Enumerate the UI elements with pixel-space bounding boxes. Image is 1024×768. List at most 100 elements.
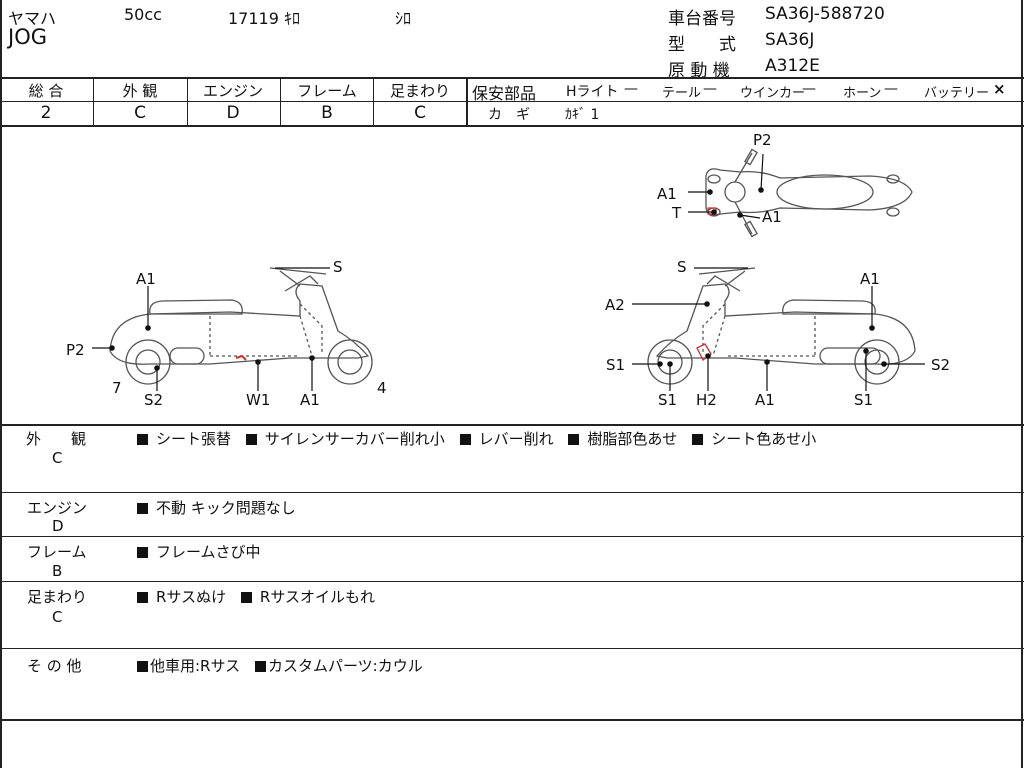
remark-item: 他車用:Rサス <box>150 657 241 675</box>
label-left-s: S <box>333 258 343 276</box>
divider <box>0 536 1024 537</box>
remark-item: Rサスぬけ <box>156 588 227 606</box>
scooter-left-view <box>109 267 373 385</box>
label-right-s1c: S1 <box>854 391 873 409</box>
divider <box>0 648 1024 649</box>
remark-grade-suspension: C <box>52 608 63 626</box>
divider <box>466 77 468 125</box>
frame-no-label: 車台番号 <box>668 9 736 29</box>
remark-item: 不動 キック問題なし <box>156 499 296 517</box>
remark-grade-frame: B <box>52 562 63 580</box>
displacement: 50cc <box>124 5 162 24</box>
remark-items-exterior: シート張替 サイレンサーカバー削れ小 レバー削れ 樹脂部色あせ シート色あせ小 <box>137 428 816 449</box>
border <box>0 0 2 768</box>
remark-grade-engine: D <box>52 517 64 535</box>
remark-grade-exterior: C <box>52 449 63 467</box>
label-right-s2: S2 <box>931 356 950 374</box>
divider <box>93 77 94 125</box>
divider <box>280 77 281 125</box>
label-right-a1: A1 <box>860 270 880 288</box>
engine-label: 原 動 機 <box>668 61 730 81</box>
frame-no: SA36J-588720 <box>765 4 885 24</box>
grade-value-exterior: C <box>134 103 146 123</box>
label-right-s1b: S1 <box>658 391 677 409</box>
type-label: 型 式 <box>668 35 736 55</box>
label-left-4: 4 <box>377 379 387 397</box>
maker: ヤマハ <box>8 9 57 28</box>
remark-item: レバー削れ <box>478 430 554 448</box>
grade-value-engine: D <box>226 103 240 123</box>
safety-battery-value: × <box>993 80 1006 98</box>
grade-header-exterior: 外 観 <box>122 82 158 100</box>
label-right-s: S <box>677 258 687 276</box>
divider <box>0 492 1024 493</box>
model-name: JOG <box>8 25 47 49</box>
safety-tail-label: テール <box>662 86 702 101</box>
border <box>1021 0 1023 768</box>
label-right-h2: H2 <box>696 391 717 409</box>
label-left-7: 7 <box>112 379 122 397</box>
label-left-a1b: A1 <box>300 391 320 409</box>
label-left-s2: S2 <box>144 391 163 409</box>
remark-item: カスタムパーツ:カウル <box>267 657 423 675</box>
label-top-t: T <box>671 204 682 222</box>
color: ｼﾛ <box>395 9 412 28</box>
remark-item: 樹脂部色あせ <box>587 430 678 448</box>
divider <box>0 101 466 102</box>
label-top-a1-right: A1 <box>762 208 782 226</box>
divider <box>0 77 1024 79</box>
label-left-w1: W1 <box>246 391 270 409</box>
type-value: SA36J <box>765 30 815 50</box>
grade-value-suspension: C <box>414 103 426 123</box>
grade-header-suspension: 足まわり <box>389 82 451 100</box>
divider <box>466 101 1024 102</box>
label-top-p2: P2 <box>753 131 772 149</box>
mileage: 17119 ｷﾛ <box>228 9 300 28</box>
remark-item: フレームさび中 <box>156 543 261 561</box>
remark-items-other: 他車用:Rサス カスタムパーツ:カウル <box>137 655 423 676</box>
safety-winker-value: — <box>802 81 816 97</box>
remark-category-other: そ の 他 <box>27 657 82 675</box>
divider <box>0 719 1024 721</box>
grade-value-overall: 2 <box>40 103 52 123</box>
label-right-a1b: A1 <box>755 391 775 409</box>
scooter-right-view <box>647 267 916 385</box>
remark-item: シート張替 <box>156 430 232 448</box>
remark-category-engine: エンジン <box>27 499 88 517</box>
scooter-diagram: P2 A1 T A1 A1 S P2 7 S2 W1 A1 4 S A1 A2 … <box>66 131 950 409</box>
remark-category-frame: フレーム <box>27 543 87 561</box>
safety-headlight-value: — <box>624 81 638 97</box>
divider <box>0 424 1024 426</box>
label-right-s1a: S1 <box>606 356 625 374</box>
grade-header-engine: エンジン <box>202 82 264 100</box>
label-right-a2: A2 <box>605 296 625 314</box>
safety-label: 保安部品 <box>472 84 537 103</box>
remark-items-suspension: Rサスぬけ Rサスオイルもれ <box>137 586 375 607</box>
remark-item: Rサスオイルもれ <box>259 588 376 606</box>
remark-item: シート色あせ小 <box>711 430 817 448</box>
grade-header-overall: 総 合 <box>28 82 64 100</box>
remark-items-engine: 不動 キック問題なし <box>137 497 296 518</box>
key-value: ｶｷﾞ 1 <box>565 107 600 123</box>
remark-item: サイレンサーカバー削れ小 <box>264 430 445 448</box>
divider <box>187 77 188 125</box>
scooter-top-view <box>705 148 913 238</box>
safety-battery-label: バッテリー <box>924 86 990 101</box>
divider <box>0 581 1024 582</box>
remark-category-exterior: 外 観 <box>26 430 87 448</box>
grade-value-frame: B <box>321 103 333 123</box>
key-label: カ ギ <box>488 107 530 123</box>
grade-header-frame: フレーム <box>297 82 357 100</box>
engine-value: A312E <box>765 56 820 76</box>
label-top-a1-left: A1 <box>657 185 677 203</box>
label-left-p2: P2 <box>66 341 85 359</box>
divider <box>0 125 1024 127</box>
safety-headlight-label: Hライト <box>566 84 619 100</box>
remark-items-frame: フレームさび中 <box>137 541 261 562</box>
safety-tail-value: — <box>703 81 717 97</box>
safety-winker-label: ウインカー <box>740 86 806 101</box>
label-left-a1: A1 <box>136 270 156 288</box>
safety-horn-label: ホーン <box>843 86 882 101</box>
divider <box>373 77 374 125</box>
remark-category-suspension: 足まわり <box>27 588 88 606</box>
